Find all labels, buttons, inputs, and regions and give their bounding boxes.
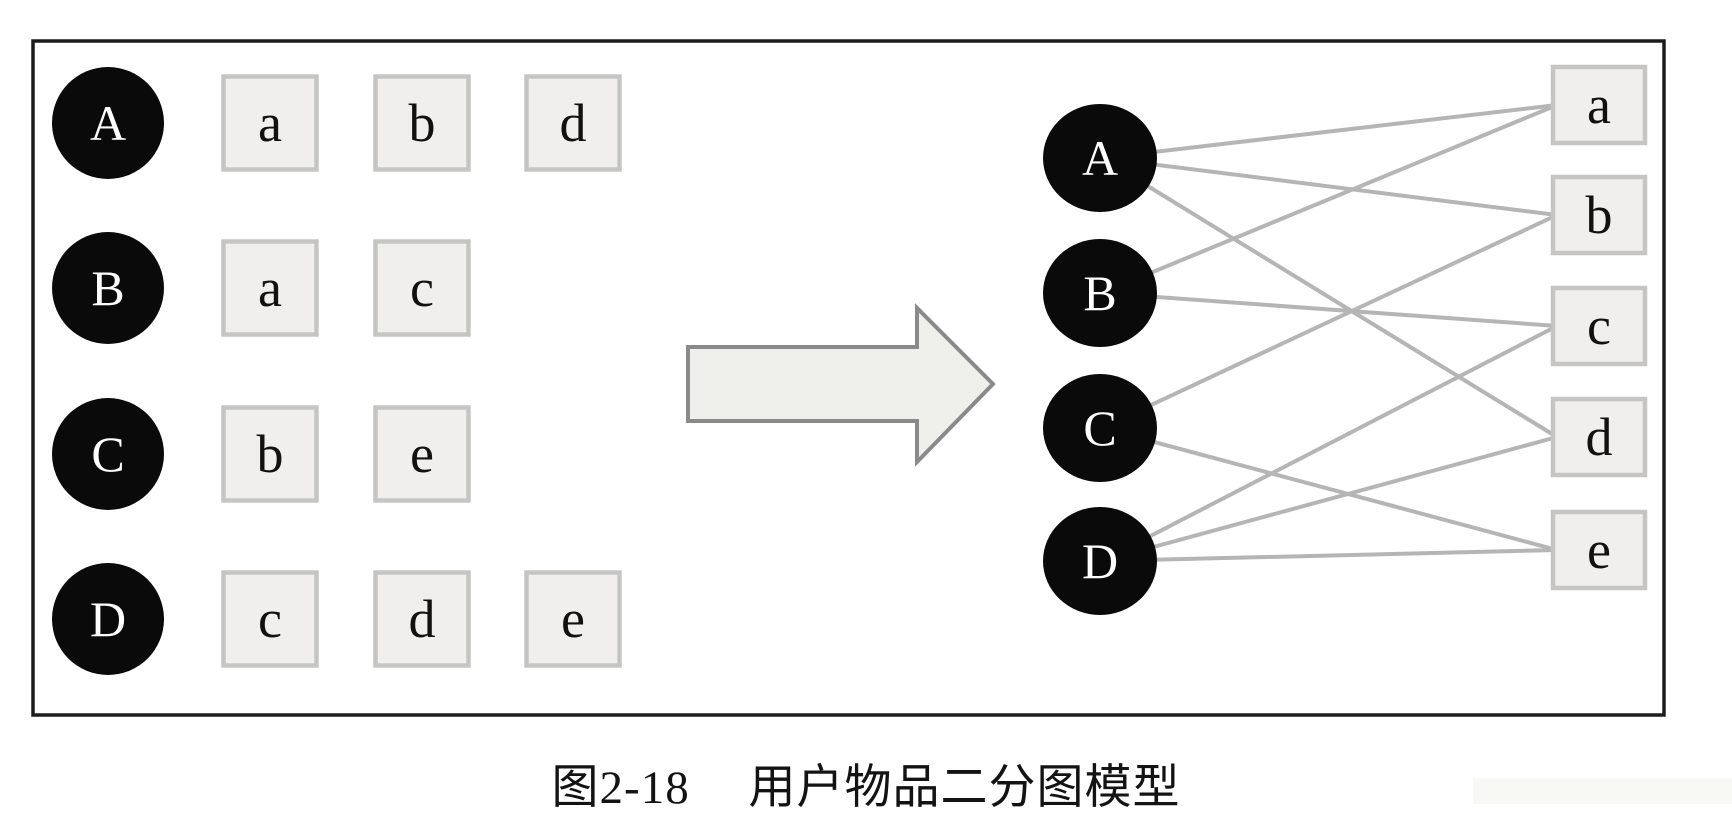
left-user-label-D: D: [90, 591, 126, 647]
graph-user-node-D: [1043, 507, 1157, 615]
graph-item-label-b: b: [1586, 185, 1613, 245]
graph-user-node-C: [1043, 374, 1157, 482]
left-item-label-A-a: a: [258, 93, 282, 153]
left-item-box-D-d: [373, 570, 471, 668]
left-user-node-C: [52, 398, 164, 510]
graph-user-node-B: [1043, 239, 1157, 347]
left-item-box-A-b: [373, 74, 471, 172]
edge-A-a: [1101, 103, 1558, 160]
graph-item-label-a: a: [1587, 75, 1611, 135]
left-item-label-D-d: d: [409, 589, 436, 649]
graph-user-label-D: D: [1082, 533, 1118, 589]
left-item-box-D-c: [221, 570, 319, 668]
left-item-label-D-c: c: [258, 589, 282, 649]
graph-user-node-A: [1043, 104, 1157, 212]
graph-item-label-c: c: [1587, 296, 1611, 356]
left-item-box-D-e: [524, 570, 622, 668]
graph-user-label-A: A: [1082, 130, 1118, 186]
left-user-label-C: C: [91, 426, 124, 482]
left-item-label-A-d: d: [560, 93, 587, 153]
graph-user-label-C: C: [1083, 400, 1116, 456]
left-item-box-C-b: [221, 405, 319, 503]
graph-item-label-d: d: [1586, 407, 1613, 467]
left-item-label-A-b: b: [409, 93, 436, 153]
left-item-label-D-e: e: [561, 589, 585, 649]
edge-B-c: [1101, 291, 1558, 328]
graph-item-box-d: [1550, 396, 1648, 478]
graph-item-box-c: [1550, 285, 1648, 367]
right-arrow-icon: [686, 303, 996, 467]
left-user-node-A: [52, 67, 164, 179]
graph-item-box-e: [1550, 509, 1648, 591]
left-item-label-C-e: e: [410, 424, 434, 484]
edge-C-b: [1101, 213, 1558, 430]
edge-D-c: [1101, 324, 1558, 563]
left-item-box-C-e: [373, 405, 471, 503]
caption-label: 图2-18: [551, 762, 690, 814]
left-user-label-A: A: [90, 95, 126, 151]
highlight-artifact: [1473, 778, 1732, 804]
graph-item-box-a: [1550, 64, 1648, 146]
left-item-box-A-d: [524, 74, 622, 172]
edge-B-a: [1101, 103, 1558, 295]
left-item-box-B-c: [373, 239, 471, 337]
left-item-box-B-a: [221, 239, 319, 337]
graph-item-label-e: e: [1587, 520, 1611, 580]
edge-A-b: [1101, 156, 1558, 217]
figure-caption: 图2-18 用户物品二分图模型: [0, 748, 1732, 814]
caption-title: 用户物品二分图模型: [748, 762, 1181, 814]
edge-D-d: [1101, 435, 1558, 563]
left-item-box-A-a: [221, 74, 319, 172]
graph-user-label-B: B: [1083, 265, 1116, 321]
edge-A-d: [1100, 156, 1559, 439]
edge-D-e: [1101, 548, 1558, 563]
left-item-label-B-a: a: [258, 258, 282, 318]
left-user-node-D: [52, 563, 164, 675]
left-item-label-C-b: b: [257, 424, 284, 484]
left-user-node-B: [52, 232, 164, 344]
graph-item-box-b: [1550, 174, 1648, 256]
left-user-label-B: B: [91, 260, 124, 316]
edge-C-e: [1101, 426, 1558, 552]
left-item-label-B-c: c: [410, 258, 434, 318]
